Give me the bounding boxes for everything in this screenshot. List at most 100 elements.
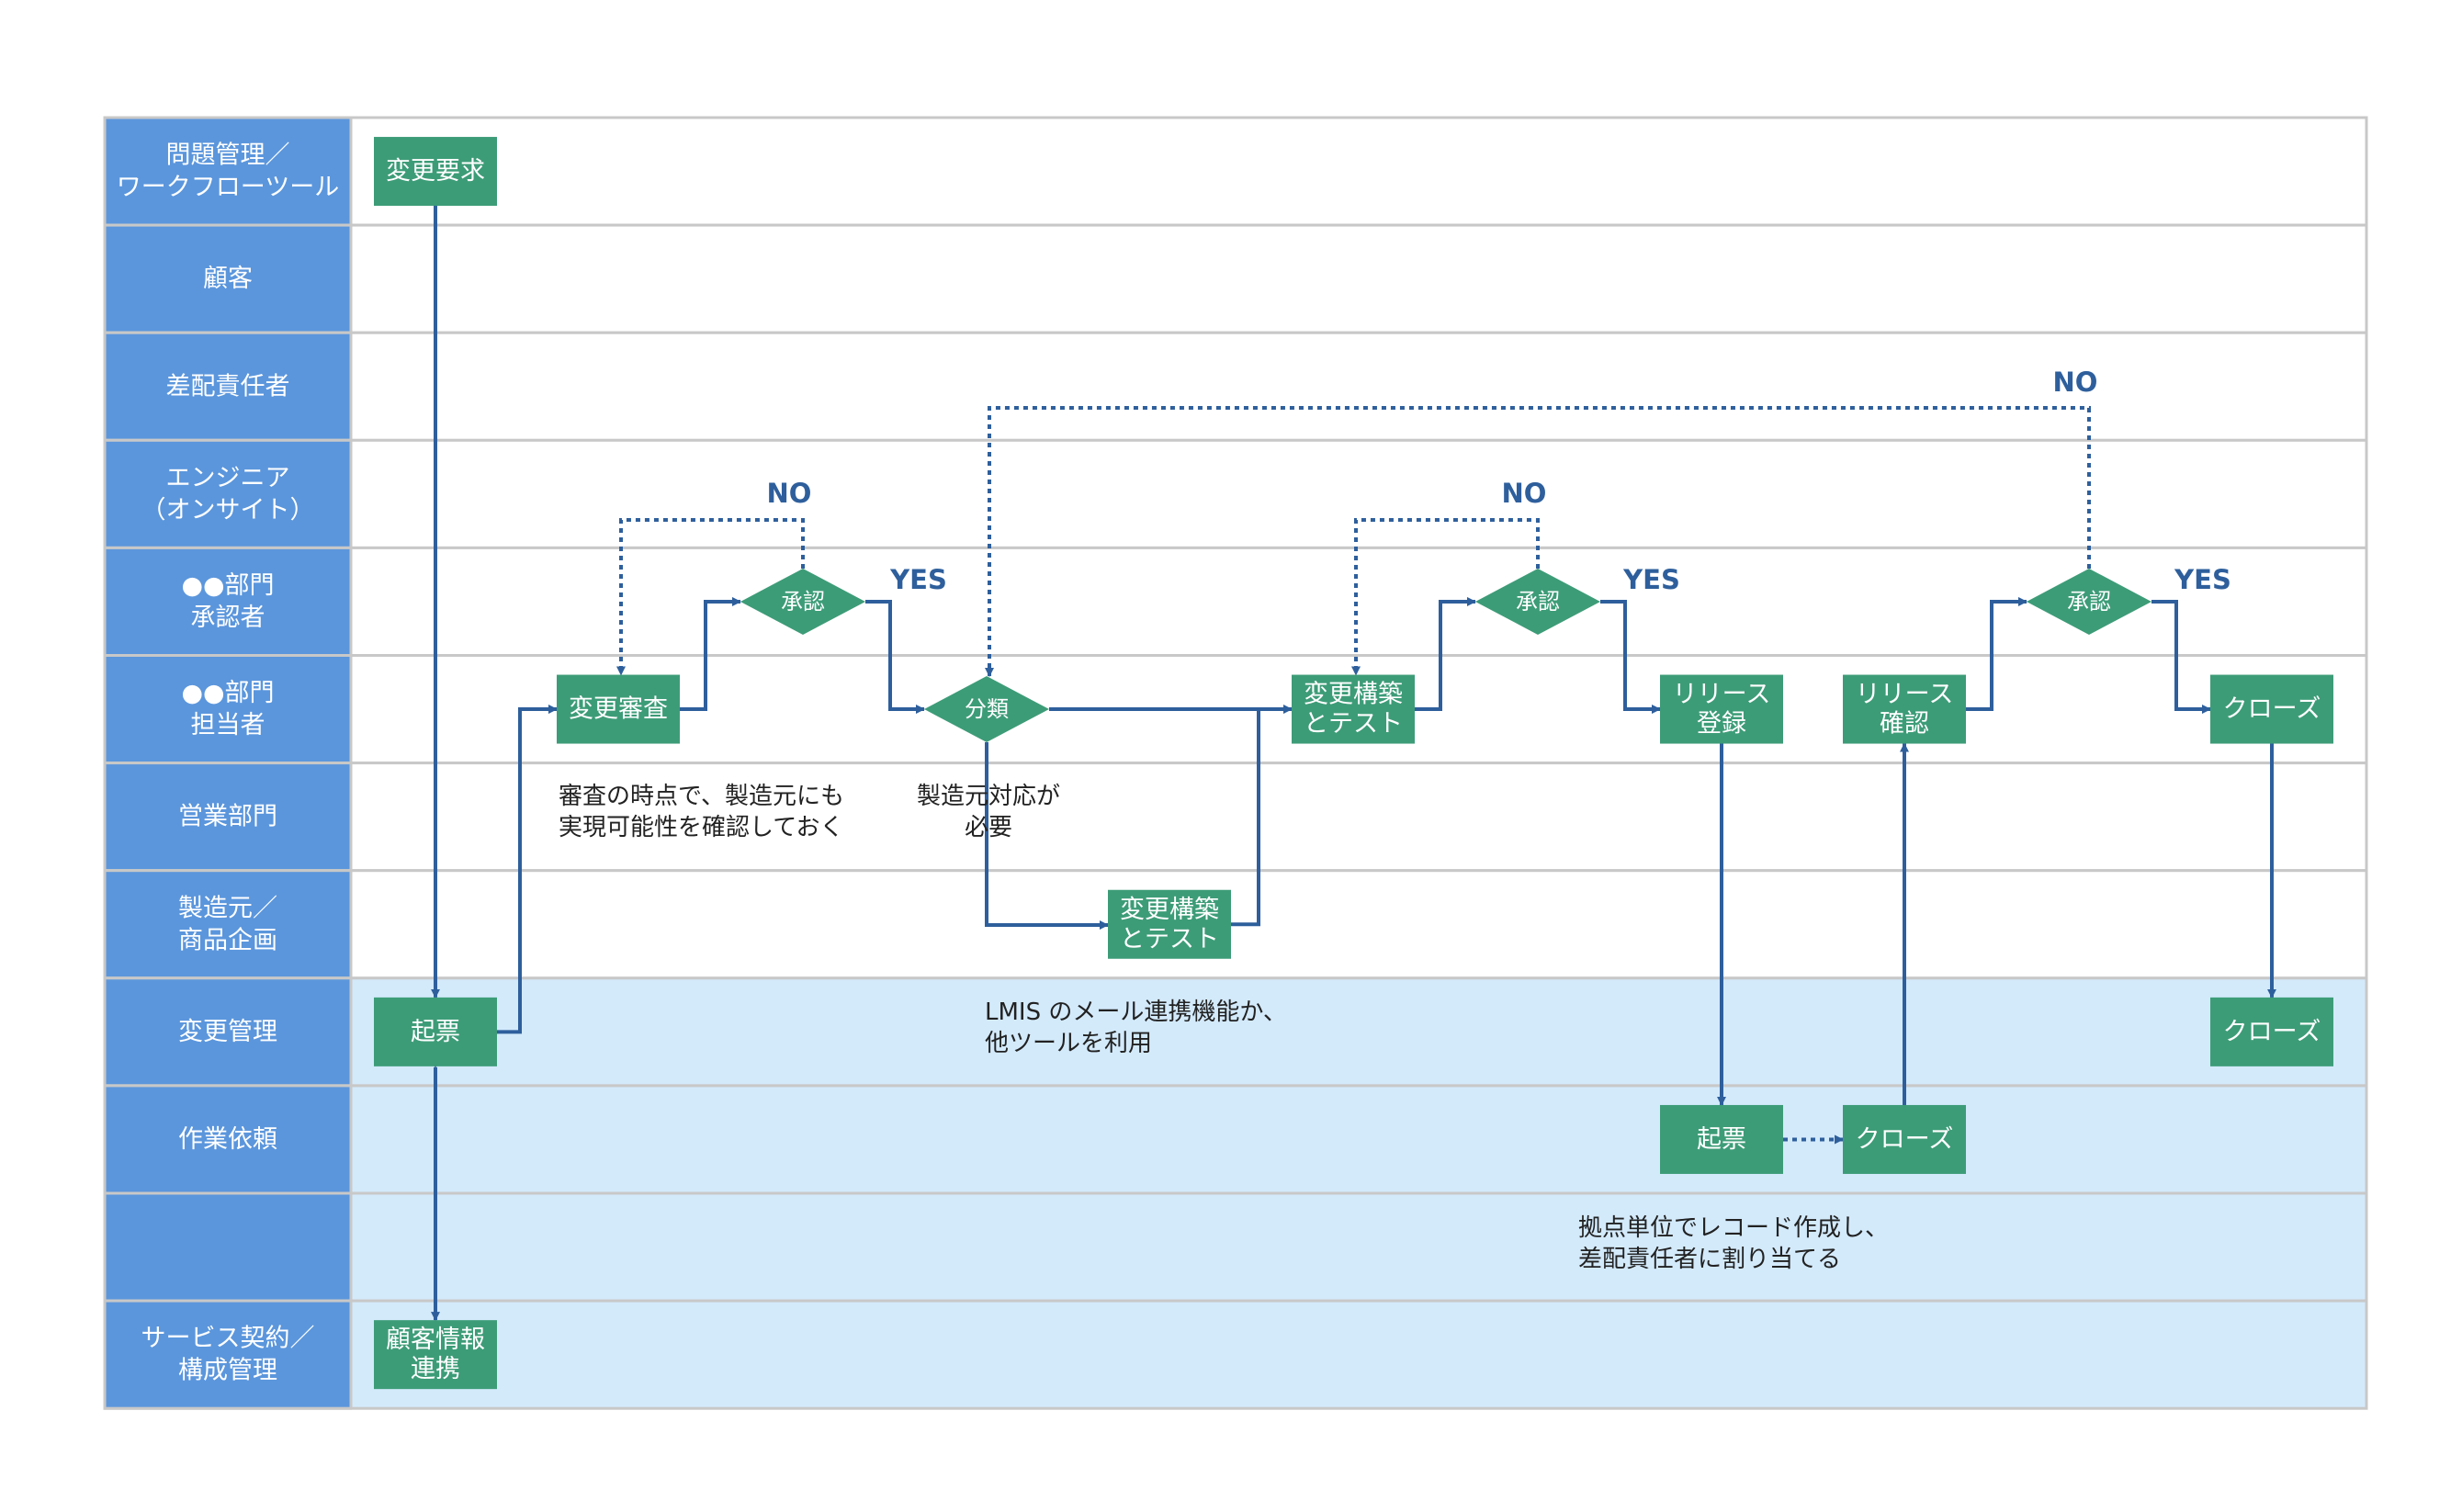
edge-label-no-3: NO bbox=[2053, 367, 2098, 398]
node-label: 顧客情報 bbox=[386, 1326, 485, 1354]
lane-label: サービス契約／ bbox=[141, 1325, 315, 1353]
node-approve-1: 承認 bbox=[740, 568, 865, 635]
lane-label: 商品企画 bbox=[178, 926, 277, 954]
node-label: 登録 bbox=[1697, 710, 1746, 739]
lane-header bbox=[103, 1299, 353, 1410]
lane-label: 変更管理 bbox=[178, 1018, 277, 1046]
note-review-note: 実現可能性を確認しておく bbox=[559, 814, 843, 841]
process-box bbox=[1660, 1104, 1783, 1174]
decision-diamond bbox=[924, 676, 1049, 743]
node-label: 連携 bbox=[411, 1355, 460, 1383]
swimlanes: 問題管理／ワークフローツール顧客差配責任者エンジニア（オンサイト）●●部門承認者… bbox=[103, 116, 2368, 1410]
node-label: 変更要求 bbox=[386, 157, 485, 186]
process-box bbox=[1292, 674, 1415, 744]
node-label: 起票 bbox=[1697, 1125, 1746, 1154]
arrow-confirm-to-approve bbox=[1966, 596, 2027, 712]
lane-label: 問題管理／ bbox=[166, 141, 290, 170]
lane-label: 顧客 bbox=[203, 265, 253, 293]
process-box bbox=[1108, 889, 1231, 959]
lane-row bbox=[103, 546, 2368, 658]
node-label: とテスト bbox=[1304, 710, 1403, 739]
node-label: 変更審査 bbox=[569, 695, 668, 724]
arrow-approve2-yes bbox=[1600, 599, 1661, 715]
node-approve-2: 承認 bbox=[1475, 568, 1600, 635]
arrow-build-to-approve bbox=[1415, 596, 1476, 712]
lane-row bbox=[103, 223, 2368, 334]
lane-row bbox=[103, 762, 2368, 873]
arrow-approve3-no bbox=[985, 406, 2091, 678]
process-box bbox=[374, 997, 497, 1066]
node-label: 承認 bbox=[781, 589, 825, 615]
node-approve-3: 承認 bbox=[2027, 568, 2151, 635]
process-box bbox=[2210, 674, 2333, 744]
lane-header bbox=[103, 438, 353, 549]
node-change-request: 変更要求 bbox=[374, 137, 497, 207]
node-close-change: クローズ bbox=[2210, 997, 2333, 1066]
arrow-approve2-no bbox=[1351, 518, 1540, 676]
process-box bbox=[1843, 674, 1966, 744]
arrow-review-to-approve bbox=[680, 596, 741, 712]
node-close-dept: クローズ bbox=[2210, 674, 2333, 744]
decision-diamond bbox=[740, 568, 865, 635]
note-site-note: 差配責任者に割り当てる bbox=[1578, 1246, 1841, 1273]
lane-label: 承認者 bbox=[191, 604, 265, 632]
lane-row bbox=[103, 438, 2368, 549]
flow-nodes: 変更要求起票顧客情報連携変更審査承認分類変更構築とテスト変更構築とテスト承認リリ… bbox=[374, 137, 2333, 1390]
arrow-maker-merge bbox=[1231, 709, 1260, 927]
node-label: 分類 bbox=[965, 696, 1009, 722]
edge-label-yes-2: YES bbox=[1622, 564, 1680, 595]
note-maker-note: 必要 bbox=[965, 814, 1012, 841]
lane-label: 作業依頼 bbox=[178, 1125, 277, 1154]
lane-header bbox=[103, 223, 353, 334]
process-box bbox=[1660, 674, 1783, 744]
lane-label: ●●部門 bbox=[181, 571, 274, 600]
arrow-approve3-yes bbox=[2151, 599, 2211, 715]
lane-label: エンジニア bbox=[166, 464, 290, 492]
lane-label: ワークフローツール bbox=[117, 174, 339, 202]
node-label: クローズ bbox=[1856, 1125, 1954, 1154]
lane-header bbox=[103, 654, 353, 765]
arrow-approve1-yes bbox=[865, 599, 925, 715]
arrow-ticket-to-review bbox=[497, 705, 558, 1034]
arrow-classify-to-maker bbox=[985, 742, 1109, 930]
lane-row bbox=[103, 1084, 2368, 1195]
note-lmis-note: LMIS のメール連携機能か、 bbox=[985, 999, 1287, 1026]
lane-label: 構成管理 bbox=[178, 1357, 277, 1385]
note-lmis-note: 他ツールを利用 bbox=[985, 1030, 1152, 1057]
node-ticket-change: 起票 bbox=[374, 997, 497, 1066]
lane-header bbox=[103, 331, 353, 442]
node-change-review: 変更審査 bbox=[557, 674, 680, 744]
node-close-work: クローズ bbox=[1843, 1104, 1966, 1174]
note-review-note: 審査の時点で、製造元にも bbox=[559, 783, 844, 810]
node-label: クローズ bbox=[2223, 1018, 2321, 1046]
note-maker-note: 製造元対応が bbox=[917, 783, 1060, 810]
lane-header bbox=[103, 1191, 353, 1303]
process-box bbox=[557, 674, 680, 744]
lane-header bbox=[103, 869, 353, 980]
lane-label: 製造元／ bbox=[178, 894, 277, 922]
edge-label-no-1: NO bbox=[767, 478, 812, 509]
node-classify: 分類 bbox=[924, 676, 1049, 743]
process-box bbox=[2210, 997, 2333, 1066]
node-label: リリース bbox=[1856, 681, 1954, 709]
lane-label: 差配責任者 bbox=[166, 372, 290, 401]
edge-label-no-2: NO bbox=[1502, 478, 1547, 509]
lane-row bbox=[103, 331, 2368, 442]
arrow-approve1-no bbox=[616, 518, 805, 676]
node-label: クローズ bbox=[2223, 695, 2321, 724]
edge-label-yes-3: YES bbox=[2174, 564, 2231, 595]
node-label: 承認 bbox=[1516, 589, 1560, 615]
lane-header bbox=[103, 546, 353, 658]
lane-header bbox=[103, 762, 353, 873]
lane-row bbox=[103, 1191, 2368, 1303]
edge-label-yes-1: YES bbox=[889, 564, 947, 595]
node-label: 起票 bbox=[411, 1018, 460, 1046]
node-label: リリース bbox=[1673, 681, 1771, 709]
